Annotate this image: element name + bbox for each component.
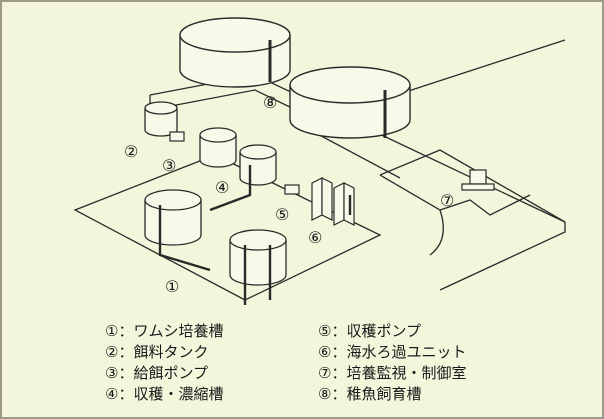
harvest-tank-b xyxy=(239,144,277,186)
callout-8: ⑧ xyxy=(263,93,277,112)
pipe-culture-1 xyxy=(158,205,211,272)
legend-item-3: ③：給餌ポンプ xyxy=(105,364,208,382)
legend-item-6: ⑥：海水ろ過ユニット xyxy=(318,343,466,361)
legend-item-7: ⑦：培養監視・制御室 xyxy=(318,364,466,382)
room-curve xyxy=(429,209,444,256)
large-tank-2 xyxy=(289,66,411,139)
harvest-tank-a xyxy=(199,127,237,168)
floor-slab xyxy=(73,154,382,301)
callout-6: ⑥ xyxy=(308,228,322,247)
callout-1: ① xyxy=(165,277,179,296)
legend-item-8: ⑧：稚魚飼育槽 xyxy=(318,385,421,403)
legend-item-4: ④：収穫・濃縮槽 xyxy=(105,385,223,403)
culture-tank-2 xyxy=(229,229,287,286)
legend-item-1: ①：ワムシ培養槽 xyxy=(105,322,223,340)
control-equipment xyxy=(461,169,495,191)
piping xyxy=(158,165,352,305)
legend-item-2: ②：餌料タンク xyxy=(105,343,208,361)
culture-tank-1 xyxy=(144,189,202,246)
feed-tank xyxy=(144,101,178,137)
wall-right-edge xyxy=(439,222,566,291)
pipe-harvest xyxy=(209,165,252,212)
callout-7: ⑦ xyxy=(440,191,454,210)
feed-pump xyxy=(169,131,185,142)
legend: ①：ワムシ培養槽 ②：餌料タンク ③：給餌ポンプ ④：収穫・濃縮槽 ⑤：収穫ポン… xyxy=(105,322,466,403)
legend-item-5: ⑤：収穫ポンプ xyxy=(318,322,421,340)
callout-2: ② xyxy=(124,142,138,161)
harvest-pump xyxy=(284,184,300,195)
callout-5: ⑤ xyxy=(275,205,289,224)
callout-4: ④ xyxy=(215,178,229,197)
callout-3: ③ xyxy=(162,156,176,175)
floor-outline xyxy=(73,154,382,301)
large-tank-1 xyxy=(179,17,291,88)
room-front xyxy=(379,174,531,216)
filtration-unit xyxy=(311,177,355,226)
wall-top-face xyxy=(149,89,301,113)
